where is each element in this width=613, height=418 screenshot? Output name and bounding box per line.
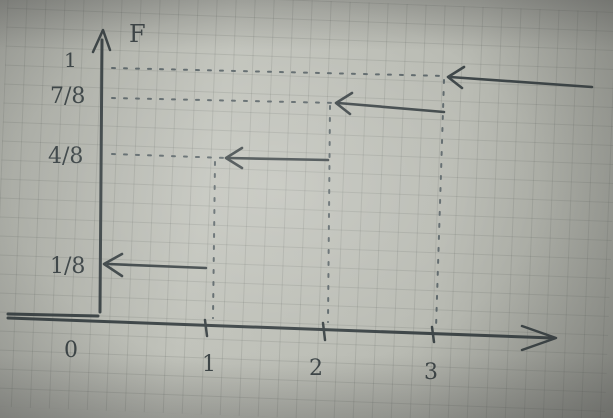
origin-label: 0 bbox=[64, 338, 78, 363]
guide-horizontal-4-8 bbox=[111, 153, 227, 159]
y-tick-label-4-8: 4/8 bbox=[48, 144, 84, 169]
step-segment-0 bbox=[6, 312, 100, 318]
y-axis-arrowhead bbox=[91, 28, 112, 54]
step-arrow-1-2-head bbox=[224, 146, 244, 170]
guide-horizontal-7-8 bbox=[111, 97, 339, 104]
step-arrow-2-3-head bbox=[334, 91, 354, 116]
x-tick-3 bbox=[430, 325, 436, 344]
step-arrow-3-inf bbox=[448, 75, 594, 89]
x-tick-2 bbox=[321, 321, 327, 342]
y-axis-line bbox=[98, 38, 104, 314]
step-arrow-1-2 bbox=[226, 156, 330, 162]
x-tick-label-3: 3 bbox=[424, 360, 438, 385]
guide-vertical-3 bbox=[435, 79, 445, 329]
y-tick-label-1: 1 bbox=[64, 48, 77, 72]
y-axis-label: F bbox=[129, 20, 146, 48]
x-tick-label-1: 1 bbox=[202, 352, 216, 377]
x-axis-line bbox=[6, 316, 555, 340]
y-tick-label-1-8: 1/8 bbox=[50, 254, 86, 279]
y-tick-label-7-8: 7/8 bbox=[50, 84, 86, 109]
x-tick-1 bbox=[203, 318, 209, 338]
x-axis-arrowhead bbox=[520, 324, 558, 352]
guide-vertical-1 bbox=[212, 161, 216, 319]
step-arrow-3-inf-head bbox=[446, 65, 466, 90]
step-arrow-0-1-head bbox=[102, 252, 124, 278]
x-tick-label-2: 2 bbox=[309, 356, 323, 381]
guide-vertical-2 bbox=[327, 105, 331, 323]
guide-horizontal-1 bbox=[111, 67, 447, 77]
step-arrow-2-3 bbox=[336, 101, 446, 114]
step-arrow-0-1 bbox=[106, 262, 208, 270]
